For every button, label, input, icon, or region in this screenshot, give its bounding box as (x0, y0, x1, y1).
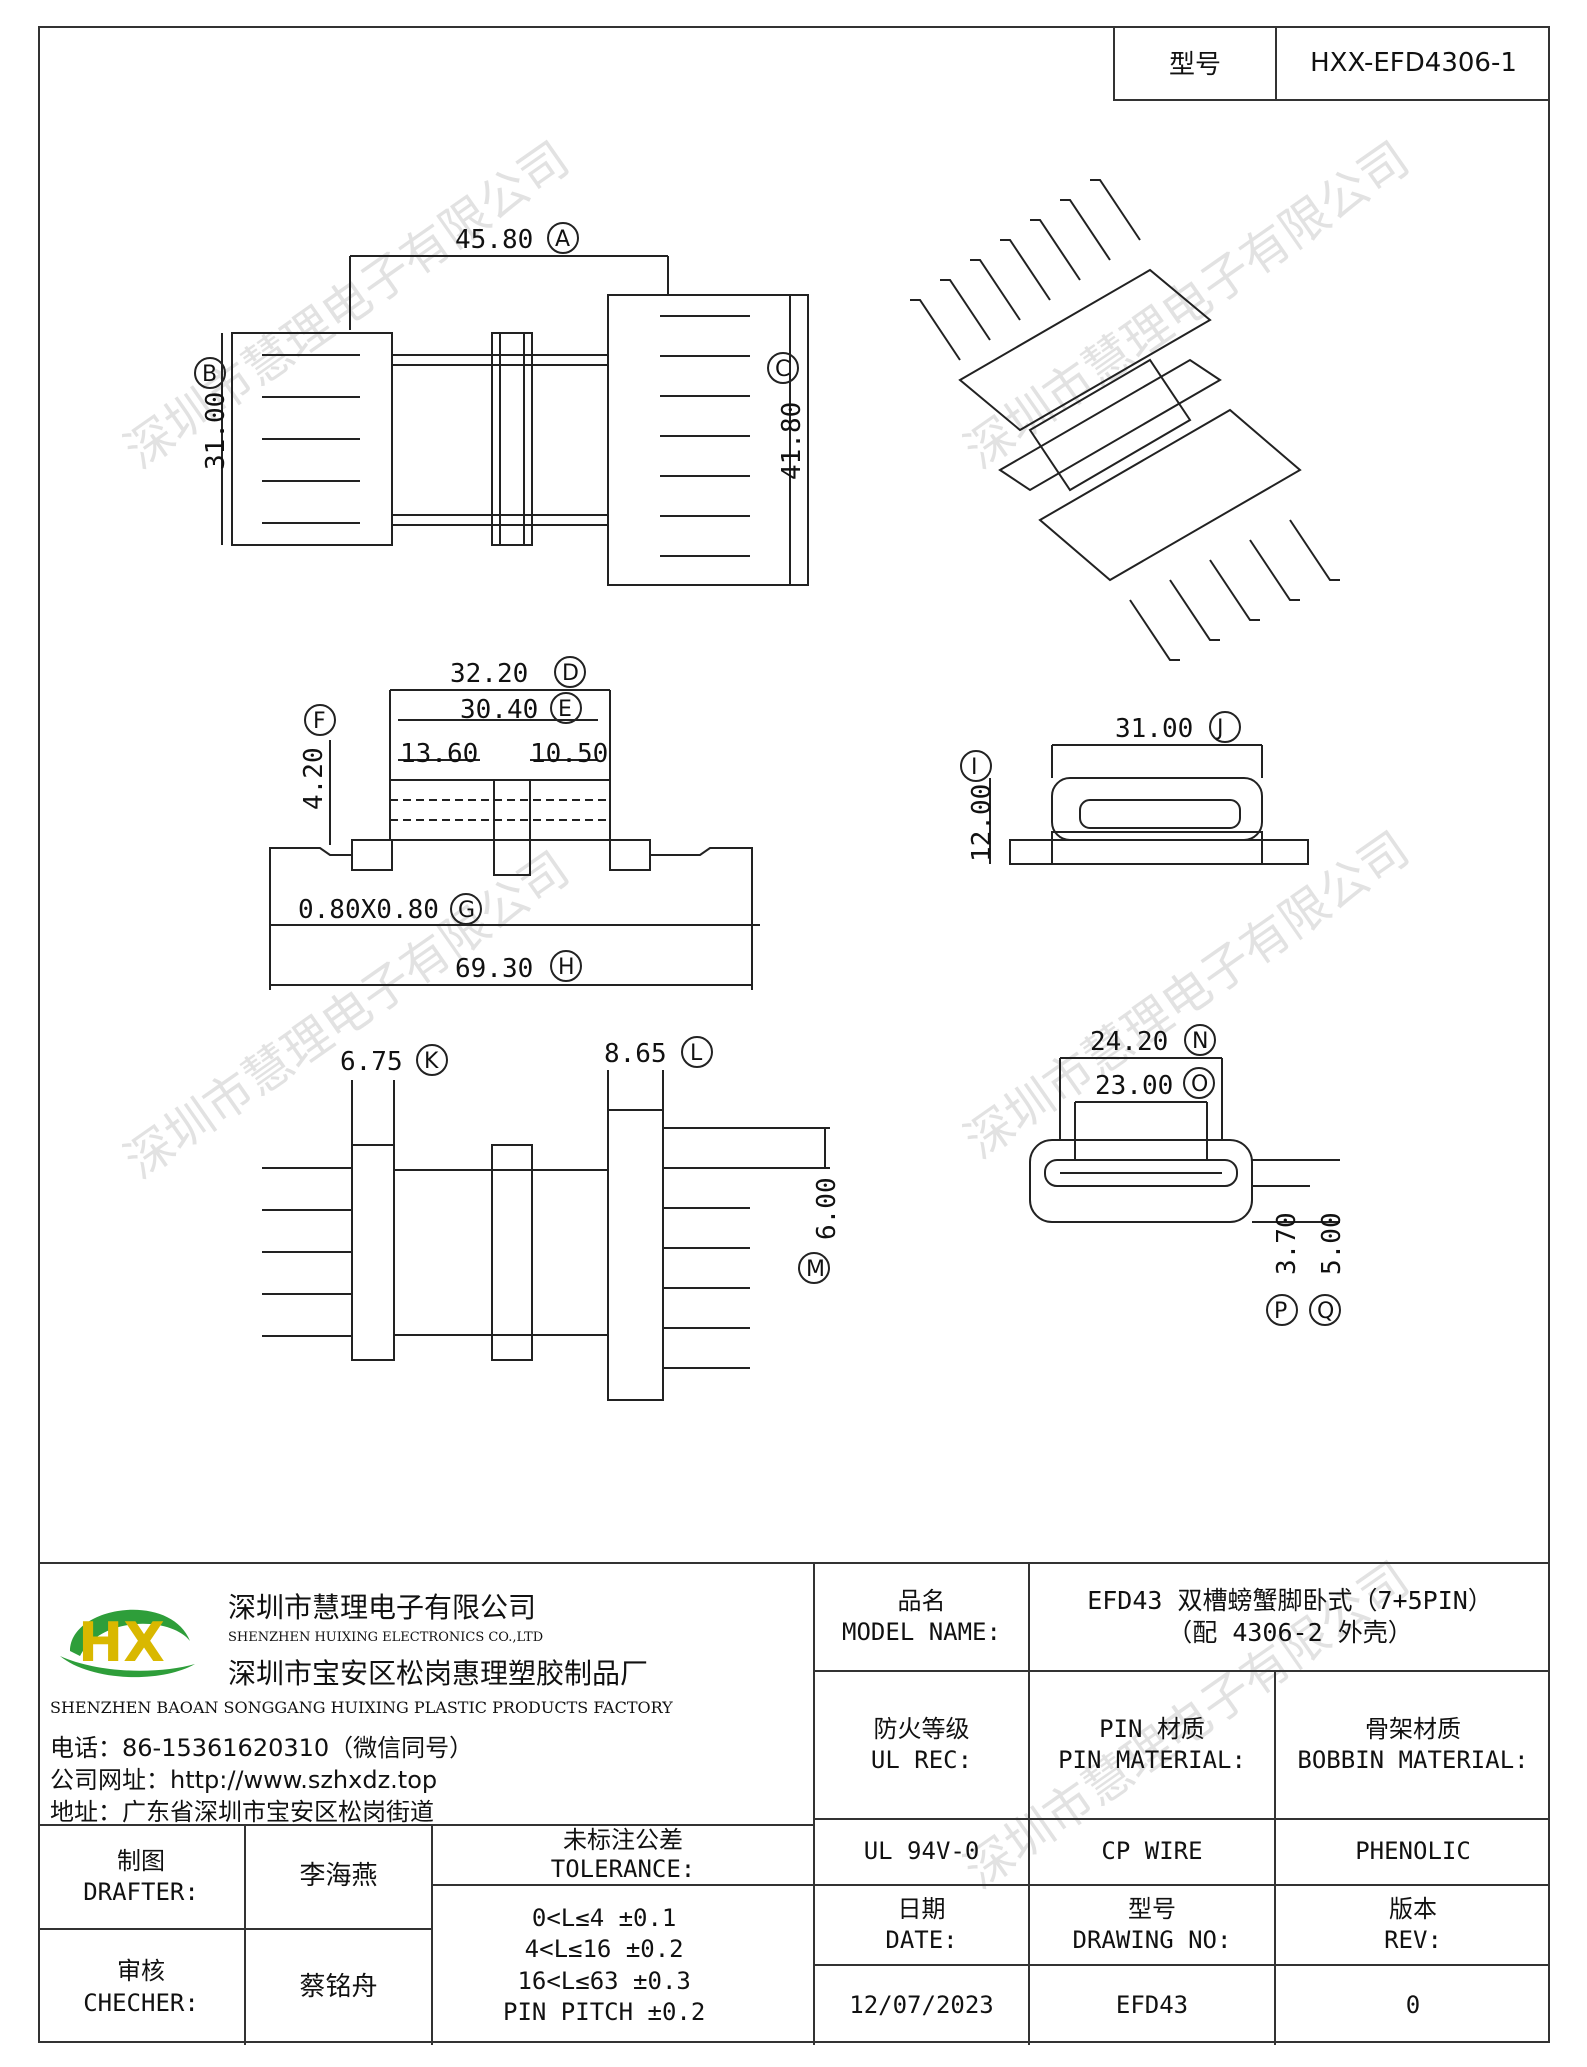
model-name-label: 品名 MODEL NAME: (842, 1586, 1001, 1646)
end-view: 24.20 N 23.00 O 3.70 5.00 P Q (1029, 1024, 1347, 1326)
dim-d: 32.20 (450, 659, 528, 689)
dim-p: 3.70 (1272, 1212, 1302, 1275)
drawing-no-value: EFD43 (1115, 1990, 1189, 2019)
drawing-frame (38, 26, 1550, 2043)
company-name-en: SHENZHEN HUIXING ELECTRONICS CO.,LTD (228, 1630, 544, 1645)
bottom-view: 6.75 K 8.65 L 6.00 M (262, 1036, 842, 1401)
tag-c: C (775, 357, 790, 382)
tag-d: D (562, 661, 579, 686)
dim-e: 30.40 (460, 695, 538, 725)
isometric-view (910, 179, 1340, 661)
dim-o: 23.00 (1095, 1071, 1173, 1101)
company-name-cn: 深圳市慧理电子有限公司 (228, 1591, 537, 1624)
dim-j: 31.00 (1115, 714, 1193, 744)
tag-j: J (1215, 716, 1224, 741)
company-website: 公司网址：http://www.szhxdz.top (50, 1766, 438, 1794)
model-label: 型号 (1115, 26, 1277, 99)
tolerance-values: 0<L≤4 ±0.1 4<L≤16 ±0.2 16<L≤63 ±0.3 PIN … (503, 1904, 706, 2026)
dim-b: 31.00 (201, 392, 231, 470)
dim-s2: 10.50 (530, 739, 608, 769)
model-value: HXX-EFD4306-1 (1310, 47, 1517, 78)
dim-f: 4.20 (299, 747, 329, 810)
model-name-value: EFD43 双槽螃蟹脚卧式（7+5PIN） （配 4306-2 外壳） (1087, 1585, 1493, 1648)
dim-q: 5.00 (1317, 1212, 1347, 1275)
dim-g: 0.80X0.80 (298, 895, 439, 925)
tag-a: A (555, 227, 570, 252)
logo-letters: HX (78, 1611, 165, 1674)
tag-m: M (806, 1257, 825, 1282)
dim-h: 69.30 (455, 954, 533, 984)
checker-value: 蔡铭舟 (299, 1971, 378, 2002)
model-number-box: 型号 HXX-EFD4306-1 (1113, 26, 1550, 101)
company-phone: 电话：86-15361620310（微信同号） (50, 1734, 474, 1762)
dim-s1: 13.60 (400, 739, 478, 769)
pin-material-value: CP WIRE (1101, 1837, 1203, 1866)
tag-q: Q (1317, 1299, 1334, 1324)
side-view: 32.20 D 30.40 E 13.60 10.50 4.20 F 0.80X… (269, 656, 760, 990)
watermark-3: 深圳市慧理电子有限公司 (115, 841, 580, 1190)
tag-h: H (558, 955, 575, 980)
front-view: 31.00 J 12.00 I (960, 711, 1309, 865)
tag-k: K (424, 1049, 439, 1074)
dim-m: 6.00 (812, 1177, 842, 1240)
bobbin-material-label: 骨架材质 BOBBIN MATERIAL: (1297, 1714, 1529, 1774)
rev-value: 0 (1405, 1990, 1421, 2019)
factory-name-cn: 深圳市宝安区松岗惠理塑胶制品厂 (228, 1657, 649, 1690)
company-logo: HX (50, 1586, 200, 1686)
tag-l: L (690, 1041, 703, 1066)
dim-n: 24.20 (1090, 1027, 1168, 1057)
date-label: 日期 DATE: (885, 1894, 958, 1954)
tag-p: P (1274, 1299, 1287, 1324)
tag-e: E (558, 697, 572, 722)
tag-f: F (313, 709, 326, 734)
company-address: 地址：广东省深圳市宝安区松岗街道 (50, 1798, 434, 1826)
rev-label: 版本 REV: (1384, 1894, 1442, 1954)
fire-rating-label: 防火等级 UL REC: (870, 1714, 973, 1774)
drafter-label: 制图 DRAFTER: (83, 1846, 199, 1906)
tolerance-label: 未标注公差 TOLERANCE: (550, 1826, 696, 1883)
tag-o: O (1191, 1072, 1208, 1097)
dim-k: 6.75 (340, 1047, 403, 1077)
pin-material-label: PIN 材质 PIN MATERIAL: (1058, 1714, 1246, 1774)
top-view: 45.80 A 31.00 B 41.80 C (194, 222, 809, 586)
tag-n: N (1192, 1029, 1208, 1054)
factory-name-en: SHENZHEN BAOAN SONGGANG HUIXING PLASTIC … (50, 1698, 673, 1717)
dim-a: 45.80 (455, 225, 533, 255)
checker-label: 审核 CHECHER: (83, 1957, 199, 2017)
tag-b: B (202, 362, 217, 387)
dim-l: 8.65 (604, 1039, 667, 1069)
fire-rating-value: UL 94V-0 (863, 1837, 980, 1866)
dim-i: 12.00 (967, 784, 997, 862)
watermark-4: 深圳市慧理电子有限公司 (955, 821, 1420, 1170)
tag-g: G (458, 898, 475, 923)
bobbin-material-value: PHENOLIC (1355, 1837, 1471, 1866)
tag-i: I (971, 755, 978, 780)
dim-c: 41.80 (777, 402, 807, 480)
title-block: HX 深圳市慧理电子有限公司 SHENZHEN HUIXING ELECTRON… (38, 1562, 1550, 2045)
drawing-no-label: 型号 DRAWING NO: (1072, 1894, 1232, 1954)
watermark-1: 深圳市慧理电子有限公司 (115, 131, 580, 480)
drafter-value: 李海燕 (299, 1861, 378, 1892)
date-value: 12/07/2023 (849, 1990, 994, 2019)
